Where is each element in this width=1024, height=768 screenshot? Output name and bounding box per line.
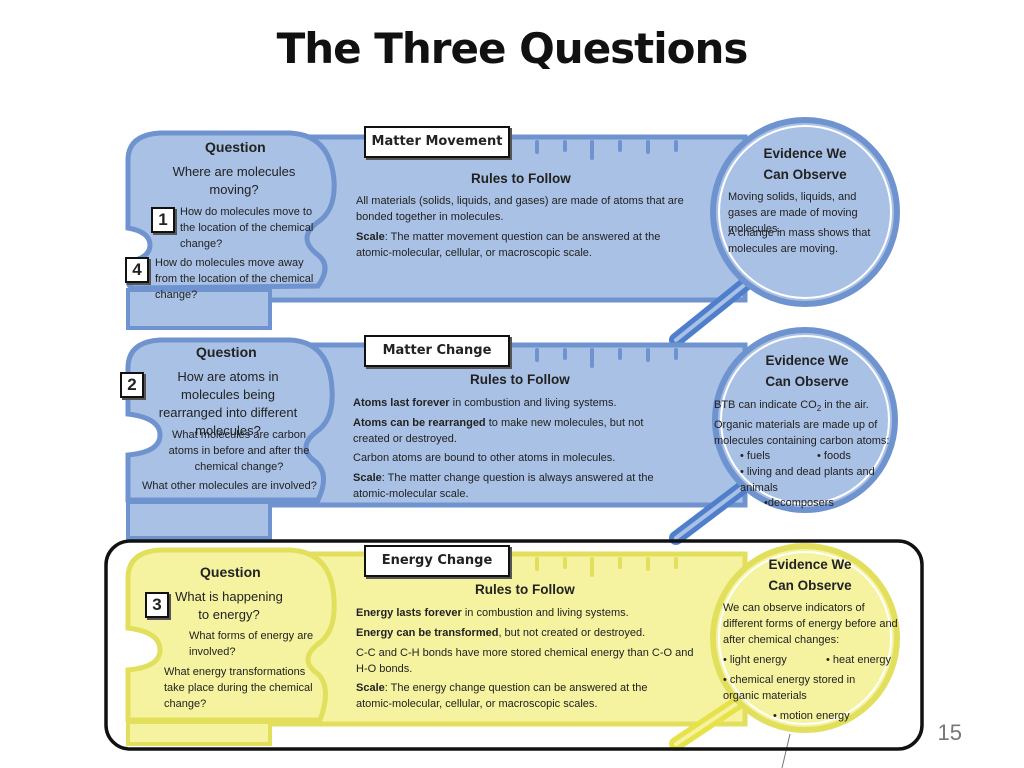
scale-text: Scale: The energy change question can be… xyxy=(356,680,686,712)
scale-desc: : The energy change question can be answ… xyxy=(356,682,648,710)
question-main: How are atoms in molecules being rearran… xyxy=(158,369,298,438)
sub-question: How do molecules move to the location of… xyxy=(180,206,314,250)
bullet-dot: • xyxy=(764,497,768,509)
scale-label: Scale xyxy=(356,231,385,243)
question-number: 3 xyxy=(145,592,169,618)
sub-question: How do molecules move away from the loca… xyxy=(155,257,314,301)
rule-text: Carbon atoms are bound to other atoms in… xyxy=(353,452,616,464)
panel-1-shapes xyxy=(125,117,900,347)
question-number: 1 xyxy=(151,207,175,233)
panel-tag: Energy Change xyxy=(364,545,510,577)
evidence-bullet: • foods xyxy=(817,450,851,462)
scale-text: Scale: The matter movement question can … xyxy=(356,229,686,261)
scale-text: Scale: The matter change question is alw… xyxy=(353,470,683,502)
scale-desc: : The matter movement question can be an… xyxy=(356,231,661,259)
sub-question: What other molecules are involved? xyxy=(142,480,317,492)
evidence-bullet: • chemical energy stored in organic mate… xyxy=(723,674,856,702)
evidence-bullet: • living and dead plants and animals xyxy=(740,466,875,494)
highlight-frame xyxy=(104,539,924,751)
question-heading: Question xyxy=(200,564,261,580)
evidence-heading: Evidence We Can Observe xyxy=(737,350,877,392)
page-title: The Three Questions xyxy=(276,24,749,73)
rule-bold: Energy lasts forever xyxy=(356,607,462,619)
evidence-text: Moving solids, liquids, and gases are ma… xyxy=(728,191,858,235)
evidence-heading-line-2: Can Observe xyxy=(765,374,849,389)
evidence-text: We can observe indicators of different f… xyxy=(723,602,898,646)
rule-rest: to make new molecules, but not created o… xyxy=(353,417,644,445)
evidence-heading: Evidence We Can Observe xyxy=(735,143,875,185)
evidence-heading-line-1: Evidence We xyxy=(768,557,852,572)
question-number: 4 xyxy=(125,257,149,283)
question-main: Where are molecules moving? xyxy=(172,164,296,197)
evidence-text-pre: BTB can indicate CO xyxy=(714,399,817,411)
panel-2-shapes xyxy=(125,327,898,545)
panel-tag: Matter Movement xyxy=(364,126,510,158)
question-heading: Question xyxy=(205,139,266,155)
evidence-heading-line-1: Evidence We xyxy=(763,146,847,161)
scale-desc: : The matter change question is always a… xyxy=(353,472,654,500)
evidence-bullet: • light energy xyxy=(723,654,787,666)
evidence-bullet: • motion energy xyxy=(773,710,850,722)
rule-text: All materials (solids, liquids, and gase… xyxy=(356,195,684,223)
question-main: What is happening to energy? xyxy=(175,589,283,622)
panel-3-shapes xyxy=(125,543,900,768)
rule-rest: , but not created or destroyed. xyxy=(498,627,646,639)
rule-text: C-C and C-H bonds have more stored chemi… xyxy=(356,647,694,675)
sub-question: What forms of energy are involved? xyxy=(189,630,314,658)
evidence-bullet: • fuels xyxy=(740,450,771,462)
page-number: 15 xyxy=(937,720,962,745)
evidence-subscript: 2 xyxy=(816,404,822,414)
evidence-text: A change in mass shows that molecules ar… xyxy=(728,227,871,255)
evidence-text-post: in the air. xyxy=(821,399,869,411)
evidence-heading-line-2: Can Observe xyxy=(768,578,852,593)
sub-question: What molecules are carbon atoms in befor… xyxy=(168,429,310,473)
rule-text: Atoms last forever in combustion and liv… xyxy=(353,395,683,411)
panel-tag: Matter Change xyxy=(364,335,510,367)
rule-text: Energy lasts forever in combustion and l… xyxy=(356,605,696,621)
rule-bold: Atoms last forever xyxy=(353,397,450,409)
scale-label: Scale xyxy=(353,472,382,484)
rule-rest: in combustion and living systems. xyxy=(461,607,629,619)
evidence-bullet: •decomposers xyxy=(764,497,834,509)
rules-heading: Rules to Follow xyxy=(470,372,570,387)
rules-heading: Rules to Follow xyxy=(475,582,575,597)
rule-text: Energy can be transformed, but not creat… xyxy=(356,625,696,641)
evidence-text: BTB can indicate CO2 in the air. xyxy=(714,397,889,417)
rule-text: Atoms can be rearranged to make new mole… xyxy=(353,415,683,447)
evidence-heading-line-2: Can Observe xyxy=(763,167,847,182)
evidence-bullet: • heat energy xyxy=(826,654,892,666)
question-heading: Question xyxy=(196,344,257,360)
rule-bold: Atoms can be rearranged xyxy=(353,417,486,429)
rule-rest: in combustion and living systems. xyxy=(449,397,617,409)
evidence-text: Organic materials are made up of molecul… xyxy=(714,419,890,447)
rule-bold: Energy can be transformed xyxy=(356,627,499,639)
evidence-heading-line-1: Evidence We xyxy=(765,353,849,368)
evidence-bullet-text: decomposers xyxy=(767,497,834,509)
evidence-heading: Evidence We Can Observe xyxy=(740,554,880,596)
rules-heading: Rules to Follow xyxy=(471,171,571,186)
scale-label: Scale xyxy=(356,682,385,694)
question-number: 2 xyxy=(120,372,144,398)
sub-question: What energy transformations take place d… xyxy=(164,666,313,710)
